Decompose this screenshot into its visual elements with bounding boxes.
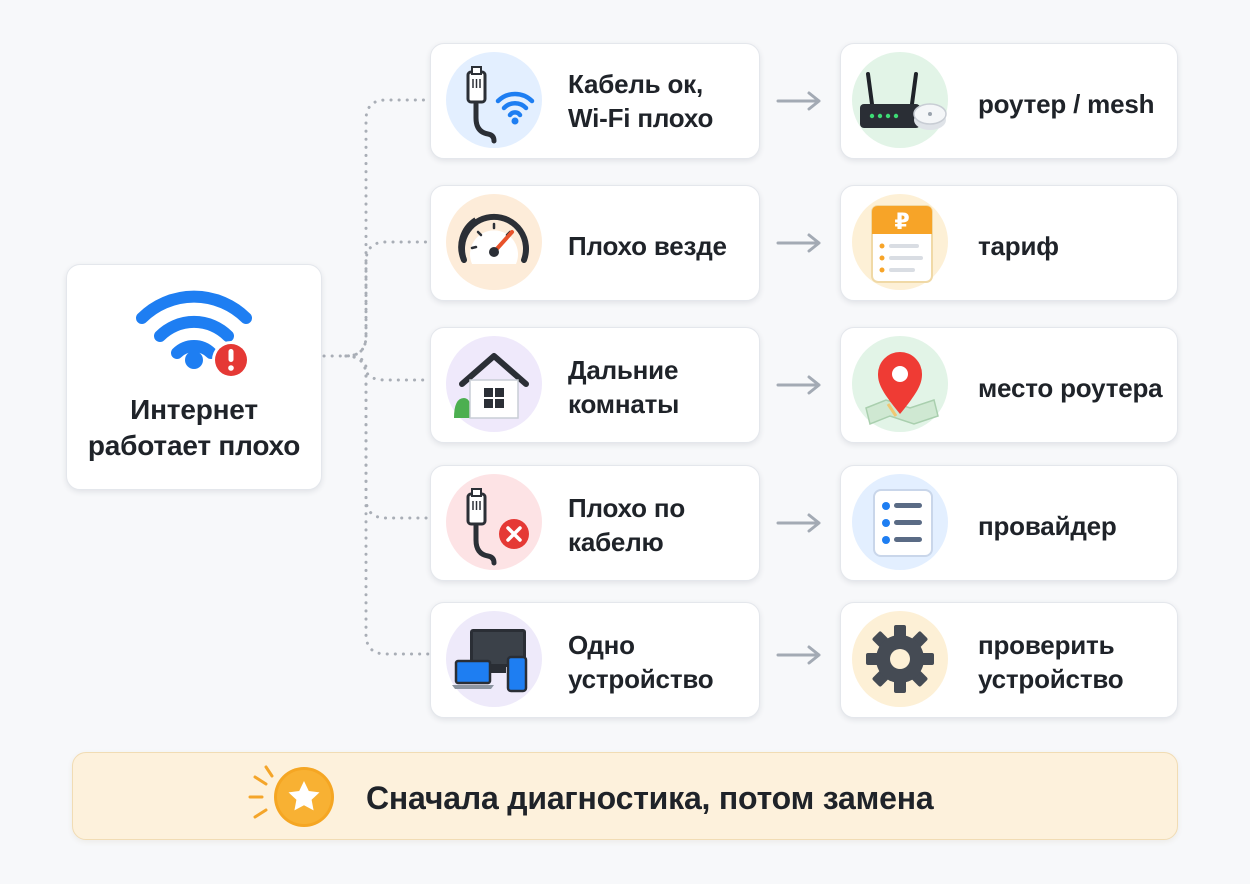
branch-label-line1: Плохо по (568, 493, 685, 523)
result-label: место роутера (978, 371, 1163, 405)
result-label: проверить устройство (978, 628, 1124, 696)
branch-label: Плохо по кабелю (568, 491, 685, 559)
result-label: провайдер (978, 509, 1117, 543)
result-label-line1: место роутера (978, 373, 1163, 403)
branch-label-line1: Дальние (568, 355, 679, 385)
result-icon-circle (852, 611, 948, 707)
svg-text:₽: ₽ (894, 210, 909, 235)
branch-label-line2: комнаты (568, 389, 680, 419)
branch-icon-circle (446, 611, 542, 707)
devices-icon (452, 629, 528, 693)
map-pin-icon (865, 352, 939, 426)
result-label-line2: устройство (978, 664, 1124, 694)
result-label-line1: провайдер (978, 511, 1117, 541)
star-badge-icon (248, 765, 334, 827)
result-label-line1: проверить (978, 630, 1115, 660)
wifi-warning-icon (136, 290, 252, 379)
root-label-line1: Интернет (130, 394, 258, 425)
result-icon-circle (852, 474, 948, 570)
house-icon (454, 353, 529, 419)
gear-icon (866, 625, 934, 693)
result-label: тариф (978, 229, 1059, 263)
result-label-line1: тариф (978, 231, 1059, 261)
result-icon-circle: ₽ (852, 194, 948, 290)
branch-label: Плохо везде (568, 229, 727, 263)
ethernet-wifi-icon (466, 66, 535, 144)
branch-label: Одно устройство (568, 628, 714, 696)
branch-label-line1: Плохо везде (568, 231, 727, 261)
arrow-right-icon (776, 513, 821, 533)
result-icon-circle (852, 336, 948, 432)
branch-label-line1: Кабель ок, (568, 69, 704, 99)
branch-icon-circle (446, 194, 542, 290)
branch-label-line2: кабелю (568, 527, 664, 557)
branch-label: Кабель ок, Wi-Fi плохо (568, 67, 713, 135)
footer-text: Сначала диагностика, потом замена (366, 780, 934, 816)
checklist-icon (873, 489, 933, 557)
tariff-ruble-icon: ₽ (871, 205, 933, 283)
arrow-right-icon (776, 91, 821, 111)
result-label-line1: роутер / mesh (978, 89, 1155, 119)
footer-banner (72, 752, 1178, 840)
branch-icon-circle (446, 336, 542, 432)
branch-icon-circle (446, 52, 542, 148)
router-mesh-icon (860, 72, 947, 130)
root-label: Интернет работает плохо (66, 392, 322, 464)
branch-label-line2: Wi-Fi плохо (568, 103, 714, 133)
branch-label-line1: Одно (568, 630, 635, 660)
arrow-right-icon (776, 233, 821, 253)
result-label: роутер / mesh (978, 87, 1154, 121)
speedometer-icon (458, 213, 529, 264)
branch-label: Дальние комнаты (568, 353, 679, 421)
root-label-line2: работает плохо (87, 430, 301, 461)
branch-label-line2: устройство (568, 664, 714, 694)
branch-icon-circle (446, 474, 542, 570)
arrow-right-icon (776, 645, 821, 665)
result-icon-circle (852, 52, 948, 148)
arrow-right-icon (776, 375, 821, 395)
ethernet-error-icon (466, 488, 529, 566)
